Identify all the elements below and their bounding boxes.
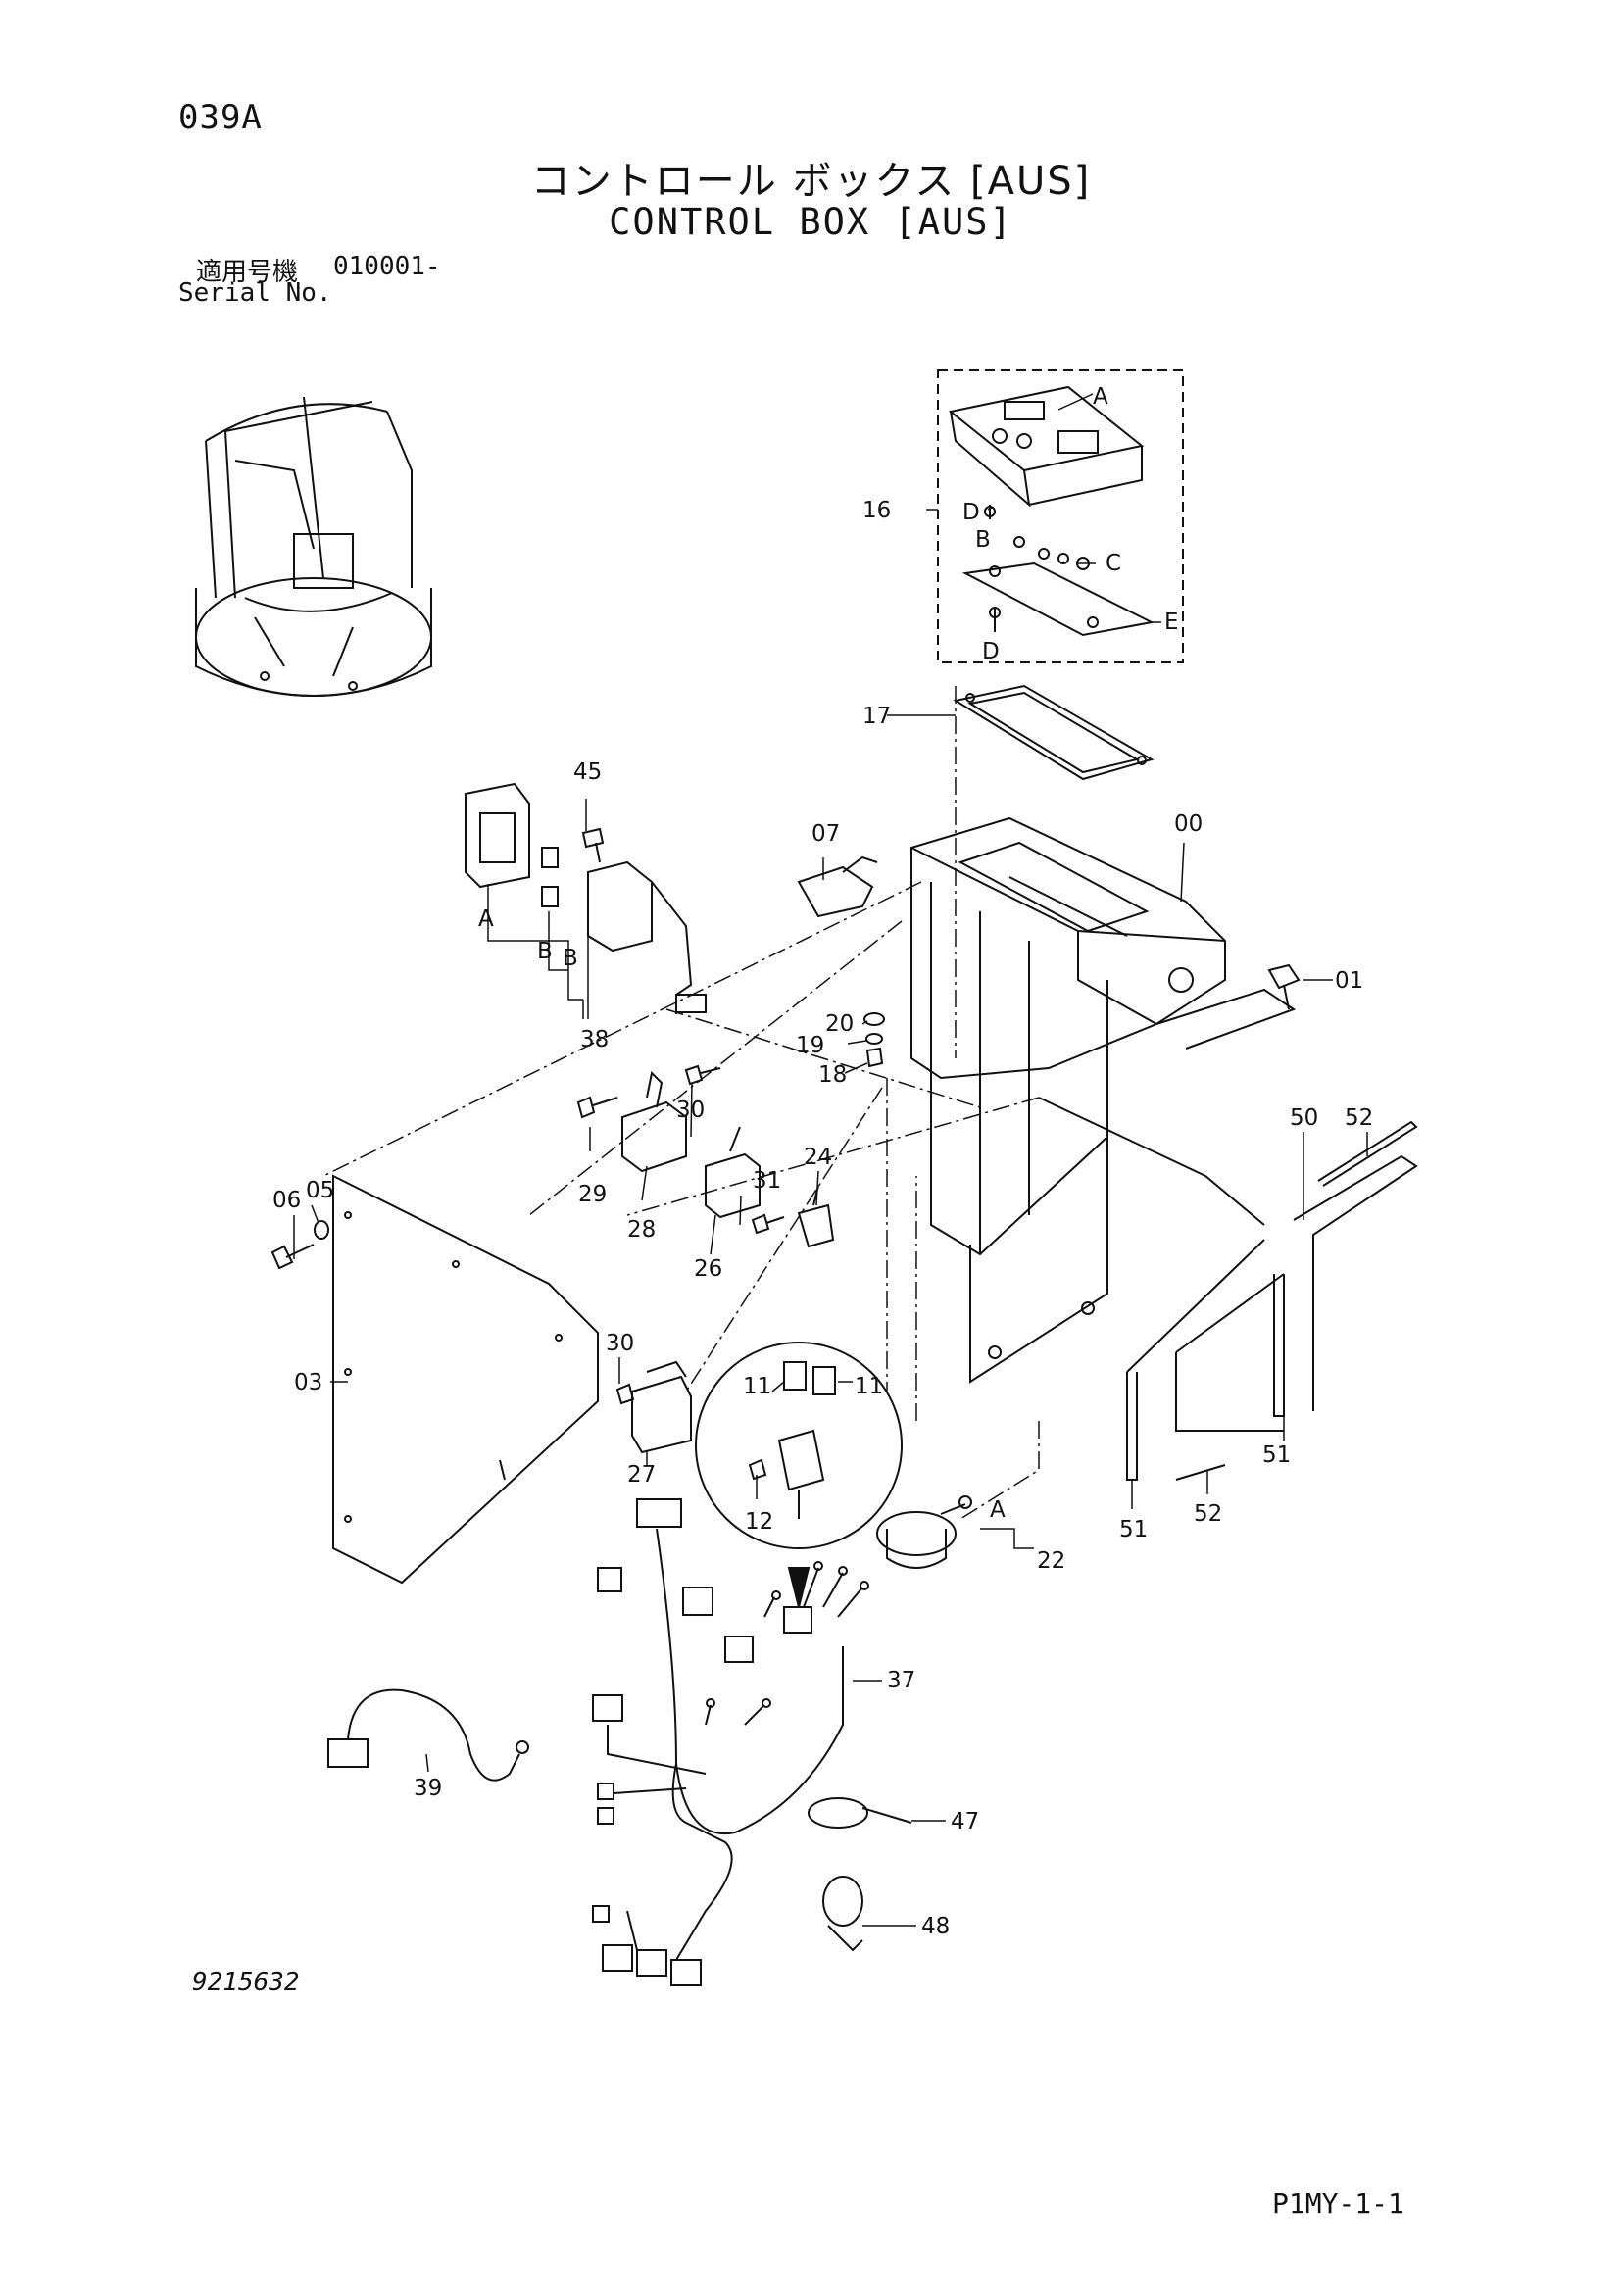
callout-03: 03	[294, 1370, 322, 1395]
callout-11-left: 11	[743, 1374, 771, 1399]
callout-22: 22	[1037, 1548, 1065, 1574]
cable-tie-part-47	[808, 1797, 912, 1829]
callout-39: 39	[414, 1776, 442, 1801]
callout-38: 38	[580, 1027, 609, 1052]
callout-letter-e: E	[1164, 610, 1179, 635]
relay-part-26	[705, 1126, 761, 1219]
assembly-guide-lines	[322, 686, 1040, 1520]
callout-17: 17	[862, 704, 891, 729]
relay-part-27	[615, 1360, 692, 1454]
callout-30-upper: 30	[676, 1098, 705, 1123]
callout-26: 26	[694, 1256, 722, 1282]
callout-letter-a-panel: A	[1093, 384, 1108, 410]
detail-view-relay-11	[695, 1342, 903, 1608]
callout-06: 06	[272, 1188, 301, 1213]
callout-45: 45	[573, 759, 602, 785]
callout-leader-lines	[293, 393, 1368, 1927]
switch-part-07	[797, 855, 878, 918]
callout-52-upper: 52	[1345, 1105, 1373, 1131]
callout-28: 28	[627, 1217, 656, 1243]
callout-letter-d-lower: D	[982, 639, 1000, 664]
callout-letter-a-key: A	[990, 1497, 1006, 1523]
callout-24: 24	[804, 1145, 832, 1170]
callout-29: 29	[578, 1182, 607, 1207]
wire-harness-part-37	[592, 1498, 869, 1986]
callout-labels: 00 01 03 05 06 07 11 11 12 16 17 18 19 2…	[272, 384, 1373, 1939]
callout-letter-a-fuse: A	[478, 906, 494, 932]
document-number: 9215632	[192, 1968, 300, 1997]
wire-harness-part-39	[327, 1688, 529, 1782]
callout-52-lower: 52	[1194, 1501, 1222, 1527]
callout-11-right: 11	[855, 1374, 883, 1399]
relay-part-24	[797, 1185, 835, 1248]
callout-51-right: 51	[1262, 1442, 1291, 1468]
callout-37: 37	[887, 1668, 915, 1693]
callout-50: 50	[1290, 1105, 1318, 1131]
callout-18: 18	[818, 1062, 847, 1088]
callout-00: 00	[1174, 811, 1203, 837]
callout-47: 47	[951, 1809, 979, 1834]
excavator-thumbnail	[195, 396, 432, 697]
screws-29-30-31	[576, 1064, 785, 1235]
callout-letter-c: C	[1106, 551, 1121, 576]
callout-12: 12	[745, 1509, 773, 1535]
callout-letter-b-panel: B	[975, 527, 991, 553]
fastener-set-18-20	[863, 1012, 885, 1068]
callout-51-left: 51	[1119, 1517, 1148, 1542]
trim-panels-50-52	[1126, 1120, 1418, 1481]
gasket-part-17	[953, 684, 1155, 781]
serial-label-english: Serial No.	[178, 278, 332, 308]
bolt-part-06	[270, 1220, 329, 1270]
clamp-part-48	[822, 1876, 863, 1952]
callout-48: 48	[921, 1914, 950, 1939]
control-box-frame	[910, 816, 1297, 1384]
page-title-japanese: コントロール ボックス [AUS]	[530, 159, 1092, 204]
callout-30-lower: 30	[606, 1331, 634, 1356]
serial-label-japanese: 適用号機	[196, 258, 299, 287]
callout-07: 07	[811, 821, 840, 847]
callout-letter-d-upper: D	[962, 500, 980, 525]
key-switch-part-22	[876, 1495, 972, 1569]
bolt-part-01	[1267, 963, 1301, 1010]
relay-part-28	[621, 1070, 687, 1173]
callout-20: 20	[825, 1011, 854, 1037]
callout-31: 31	[753, 1168, 781, 1194]
callout-27: 27	[627, 1462, 656, 1488]
sheet-reference: P1MY-1-1	[1272, 2187, 1404, 2220]
serial-range-value: 010001-	[333, 252, 441, 281]
side-cover-part-03	[332, 1174, 599, 1585]
callout-16: 16	[862, 498, 891, 523]
page-title-english: CONTROL BOX [AUS]	[609, 201, 1013, 243]
callout-19: 19	[796, 1033, 824, 1058]
page-code: 039A	[178, 98, 263, 137]
callout-05: 05	[306, 1178, 334, 1203]
callout-letter-b-fuse-1: B	[537, 939, 553, 964]
callout-01: 01	[1335, 968, 1363, 994]
callout-letter-b-fuse-2: B	[563, 946, 578, 971]
